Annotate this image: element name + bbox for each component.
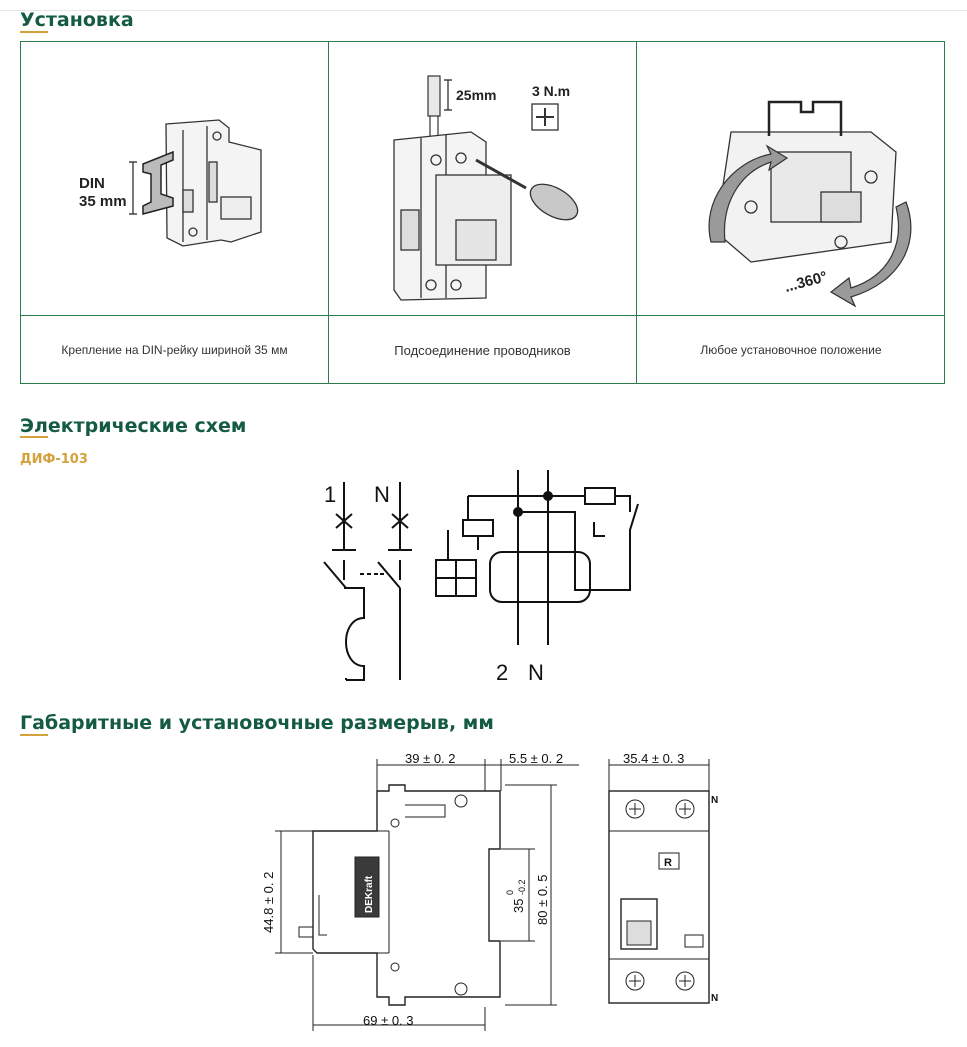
dim-rail-tol-up: 0 — [505, 890, 515, 895]
terminal-n-bottom: N — [711, 993, 718, 1004]
terminal-1-label: 1 — [324, 482, 336, 507]
terminal-2-label: 2 — [496, 660, 508, 685]
dim-depth-total: 69 ± 0. 3 — [363, 1013, 414, 1028]
heading-accent — [20, 734, 48, 736]
din-rail-mounting-illustration: DIN 35 mm — [79, 119, 262, 247]
scheme-heading: Электрические схем — [20, 415, 247, 437]
install-table: DIN 35 mm Крепление на DIN-рейку шириной… — [20, 41, 945, 384]
cell-divider — [636, 42, 637, 383]
dim-rail-tol-down: -0.2 — [517, 879, 527, 895]
din-label: DIN — [79, 175, 105, 192]
terminal-n-out-label: N — [528, 660, 544, 685]
rotate-arrow-icon — [829, 201, 912, 308]
dim-front-width: 35.4 ± 0. 3 — [623, 751, 684, 766]
cell-divider — [328, 42, 329, 383]
dim-offset: 5.5 ± 0. 2 — [509, 751, 563, 766]
top-divider — [0, 10, 967, 11]
wiring-connection-illustration: 25mm 3 N.m — [393, 75, 579, 301]
install-heading: Установка — [20, 9, 134, 31]
wire-length-label: 25mm — [456, 87, 496, 103]
dim-height-total: 80 ± 0. 5 — [535, 874, 550, 925]
screwdriver-icon — [475, 103, 579, 221]
heading-accent — [20, 436, 48, 438]
dimensions-drawing: 39 ± 0. 2 5.5 ± 0. 2 35.4 ± 0. 3 44.8 ± … — [261, 751, 718, 1031]
caption-orientation: Любое установочное положение — [700, 343, 882, 357]
model-label: ДИФ-103 — [20, 452, 88, 467]
dim-width-main: 39 ± 0. 2 — [405, 751, 456, 766]
brand-logo: DEKraft — [364, 875, 375, 913]
caption-divider — [21, 315, 944, 316]
rotate-arrow-icon — [708, 144, 789, 243]
torque-label: 3 N.m — [532, 83, 570, 99]
mounting-orientation-illustration: ...360° — [708, 100, 912, 308]
terminal-n-top: N — [711, 795, 718, 806]
electrical-scheme-diagram: 1 N 2 N — [323, 470, 639, 685]
dimensions-heading: Габаритные и установочные размерыв, мм — [20, 712, 494, 734]
dim-rail: 35 — [511, 899, 526, 913]
din-size-label: 35 mm — [79, 193, 127, 210]
heading-accent — [20, 31, 48, 33]
caption-din-rail: Крепление на DIN-рейку шириной 35 мм — [61, 343, 288, 357]
terminal-n-label: N — [374, 482, 390, 507]
angle-label: ...360° — [783, 268, 829, 296]
caption-wiring: Подсоединение проводников — [394, 342, 571, 358]
front-letter: R — [664, 857, 672, 869]
dim-height-left: 44.8 ± 0. 2 — [261, 872, 276, 933]
